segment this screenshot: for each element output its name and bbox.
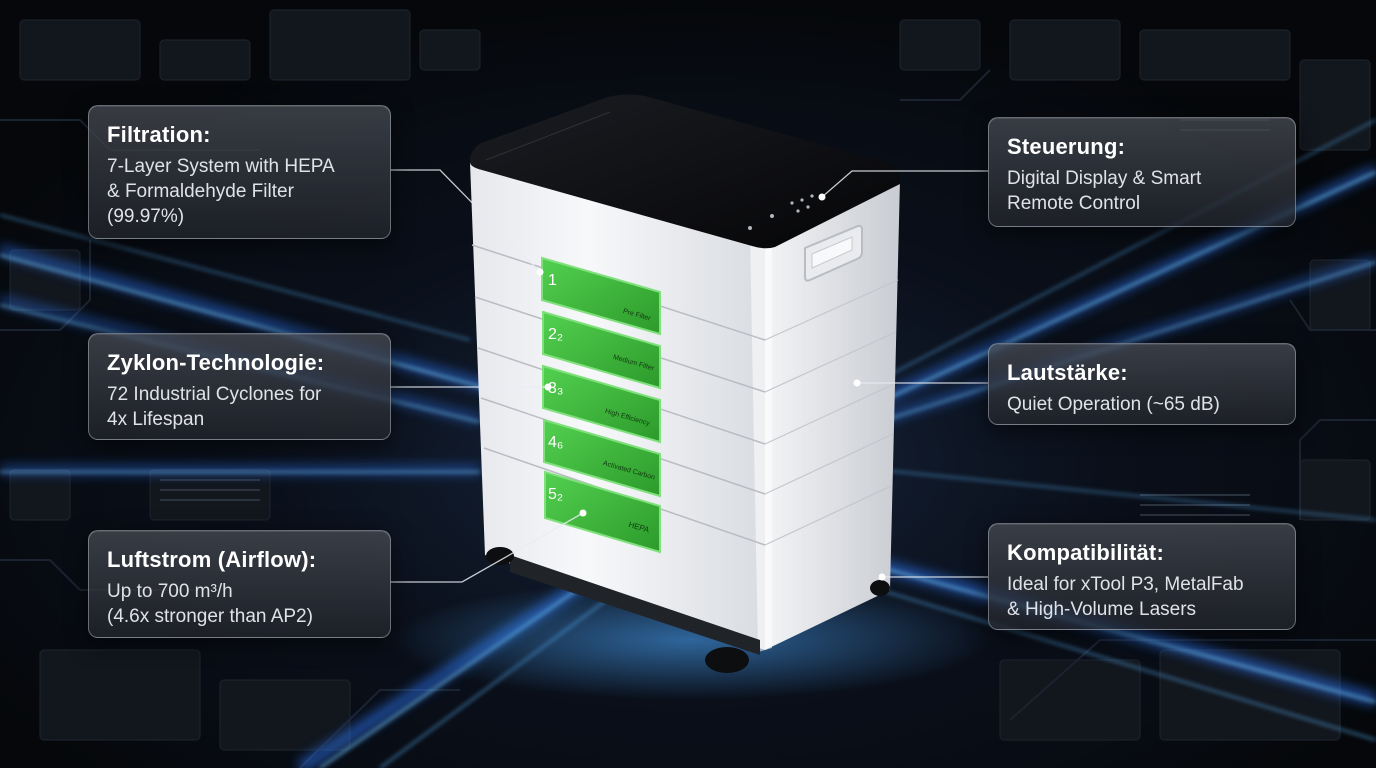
drawer-2-number: 2₂ xyxy=(548,326,564,343)
drawer-4: 4₆ Activated Carbon xyxy=(546,432,662,482)
callout-luftstrom: Luftstrom (Airflow): Up to 700 m³/h (4.6… xyxy=(88,530,391,638)
callout-steuerung-title: Steuerung: xyxy=(1007,134,1126,159)
drawer-3: 3₃ High Efficiency xyxy=(546,378,662,427)
callout-zyklon: Zyklon-Technologie: 72 Industrial Cyclon… xyxy=(88,333,391,440)
callout-kompatibilitaet: Kompatibilität: Ideal for xTool P3, Meta… xyxy=(988,523,1296,630)
drawer-3-number: 3₃ xyxy=(548,380,564,397)
callout-filtration-text: 7-Layer System with HEPA & Formaldehyde … xyxy=(107,156,335,227)
callout-lautstaerke: Lautstärke: Quiet Operation (~65 dB) xyxy=(988,343,1296,425)
drawer-5: 5₂ HEPA xyxy=(546,484,662,534)
callout-luftstrom-title: Luftstrom (Airflow): xyxy=(107,547,317,572)
drawer-5-number: 5₂ xyxy=(548,486,564,503)
drawer-4-number: 4₆ xyxy=(548,434,564,451)
callout-filtration-title: Filtration: xyxy=(107,122,211,147)
callout-steuerung-text: Digital Display & Smart Remote Control xyxy=(1007,168,1202,214)
drawer-2: 2₂ Medium Filter xyxy=(546,324,662,372)
callout-zyklon-title: Zyklon-Technologie: xyxy=(107,350,325,375)
callout-lautstaerke-title: Lautstärke: xyxy=(1007,360,1128,385)
callout-kompatibilitaet-title: Kompatibilität: xyxy=(1007,540,1164,565)
callout-steuerung: Steuerung: Digital Display & Smart Remot… xyxy=(988,117,1296,227)
callout-filtration: Filtration: 7-Layer System with HEPA & F… xyxy=(88,105,391,239)
callout-kompatibilitaet-text: Ideal for xTool P3, MetalFab & High-Volu… xyxy=(1007,574,1244,620)
callout-lautstaerke-text: Quiet Operation (~65 dB) xyxy=(1007,394,1220,415)
drawer-1: 1 Pre Filter xyxy=(546,270,662,323)
drawer-1-number: 1 xyxy=(548,272,557,289)
callout-luftstrom-text: Up to 700 m³/h (4.6x stronger than AP2) xyxy=(107,581,313,627)
callout-zyklon-text: 72 Industrial Cyclones for 4x Lifespan xyxy=(107,384,322,430)
